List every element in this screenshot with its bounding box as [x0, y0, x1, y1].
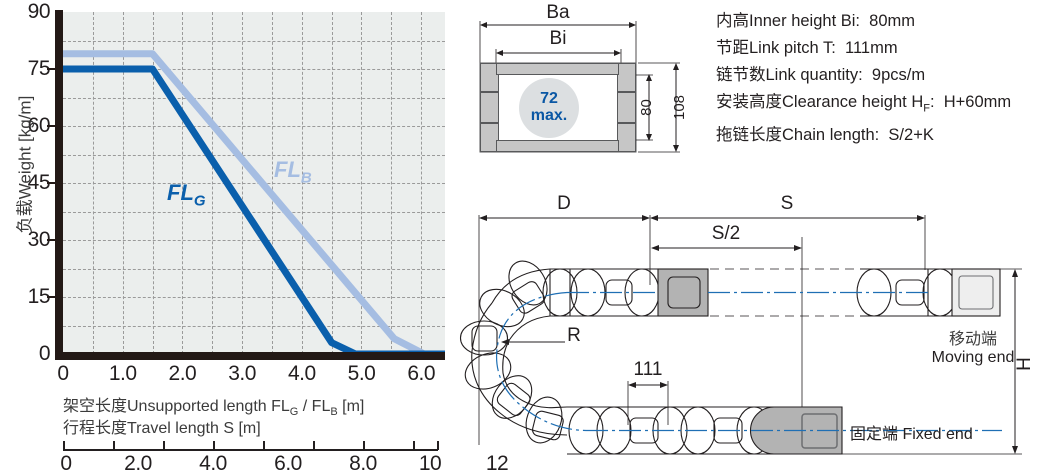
dim-label-s: S — [780, 193, 794, 214]
max-badge-unit: max. — [530, 107, 568, 124]
load-capacity-chart: FLG FLB 90 75 60 45 30 15 0 负载Weight [kg… — [0, 0, 509, 475]
dim-label-bi: Bi — [549, 28, 567, 49]
xsec-right-link-top — [617, 63, 636, 92]
spec-link-quantity: 链节数Link quantity: 9pcs/m — [716, 66, 926, 84]
y-tick-60: 60 — [27, 114, 51, 137]
sec-tick-12: 12 — [485, 452, 509, 475]
moving-end-label: 移动端 Moving end — [918, 325, 1028, 367]
x-axis-caption-unsupported: 架空长度Unsupported length FLG / FLB [m] — [63, 398, 365, 419]
spec-chain-length: 拖链长度Chain length: S/2+K — [716, 126, 934, 145]
chart-x-axis — [55, 352, 445, 360]
sec-tick-mark-4 — [263, 441, 265, 450]
spec-link-pitch: 节距Link pitch T: 111mm — [716, 39, 898, 57]
sec-tick-4: 4.0 — [199, 452, 227, 475]
sec-tick-mark-6 — [363, 441, 365, 450]
x-axis-caption-travel: 行程长度Travel length S [m] — [63, 420, 261, 437]
chain-drawing — [459, 215, 1022, 455]
dim-label-ba: Ba — [546, 2, 570, 23]
dim-label-radius: R — [567, 325, 581, 346]
series-flg-line — [63, 65, 445, 358]
moving-end-label-cn: 移动端 — [948, 331, 997, 348]
sec-tick-mark-5 — [313, 441, 315, 450]
y-tick-0: 0 — [38, 342, 51, 365]
chart-y-axis — [55, 10, 63, 356]
y-tick-30: 30 — [27, 228, 51, 251]
spec-clearance-height: 安装高度Clearance height HF: H+60mm — [716, 93, 1012, 115]
max-badge-value: 72 — [540, 90, 558, 108]
x-tick-2: 2.0 — [168, 362, 197, 385]
dim-label-pitch: 111 — [633, 359, 663, 380]
fixed-end-label: 固定端 Fixed end — [850, 426, 973, 443]
specification-list: 内高Inner height Bi: 80mm 节距Link pitch T: … — [716, 8, 1042, 149]
dim-label-inner-height: 80 — [637, 99, 655, 116]
xsec-top-crossbar — [496, 63, 619, 75]
xsec-left-link-bot — [480, 123, 499, 152]
y-tick-mark-30 — [47, 239, 55, 241]
xsec-right-link-mid — [617, 92, 636, 123]
xsec-bottom-crossbar — [496, 140, 619, 152]
cross-section-diagram: Ba Bi 80 108 — [462, 0, 712, 180]
sec-tick-mark-8 — [437, 441, 439, 450]
x-tick-3: 3.0 — [228, 362, 256, 385]
y-tick-mark-45 — [47, 182, 55, 184]
y-tick-mark-60 — [47, 125, 55, 127]
xsec-right-link-bot — [617, 123, 636, 152]
sec-tick-mark-1 — [113, 441, 115, 450]
sec-tick-8: 8.0 — [349, 452, 377, 475]
chart-plot-area: FLG FLB — [63, 12, 445, 358]
xsec-left-link-mid — [480, 92, 499, 123]
series-label-flg: FLG — [167, 180, 206, 210]
y-tick-90: 90 — [27, 0, 51, 23]
x-tick-5: 5.0 — [347, 362, 376, 385]
x-tick-4: 4.0 — [287, 362, 316, 385]
sec-tick-mark-3 — [213, 441, 215, 450]
y-tick-mark-75 — [47, 68, 55, 70]
x-tick-0: 0 — [57, 362, 69, 385]
moving-end-label-en: Moving end — [931, 349, 1015, 366]
sec-tick-6: 6.0 — [274, 452, 302, 475]
dim-label-d: D — [557, 193, 571, 214]
cross-section-dimensions — [479, 21, 680, 153]
dim-label-s-half: S/2 — [711, 223, 741, 244]
y-tick-45: 45 — [27, 171, 51, 194]
sec-tick-0: 0 — [60, 452, 72, 475]
max-diameter-badge: 72 max. — [519, 78, 579, 138]
chart-series-paths — [63, 50, 445, 358]
sec-tick-mark-7 — [413, 441, 415, 450]
chain-layout-diagram: D S S/2 111 R H 移动端 Moving end 固定端 Fixed… — [459, 185, 1042, 475]
dim-label-outer-height: 108 — [671, 94, 689, 121]
sec-tick-mark-2 — [163, 441, 165, 450]
sec-tick-mark-0 — [63, 441, 65, 450]
sec-tick-10: 10 — [418, 452, 442, 475]
x-tick-6: 6.0 — [407, 362, 436, 385]
series-label-flb: FLB — [274, 157, 312, 187]
y-tick-75: 75 — [27, 57, 51, 80]
series-flb-line — [63, 50, 445, 358]
x-tick-1: 1.0 — [108, 362, 137, 385]
spec-inner-height: 内高Inner height Bi: 80mm — [716, 12, 916, 30]
sec-tick-2: 2.0 — [124, 452, 152, 475]
y-tick-mark-15 — [47, 296, 55, 298]
y-axis-title: 负载Weight [kg/m] — [15, 95, 35, 234]
xsec-left-link-top — [480, 63, 499, 92]
y-tick-15: 15 — [27, 285, 51, 308]
secondary-axis-line — [63, 449, 438, 451]
